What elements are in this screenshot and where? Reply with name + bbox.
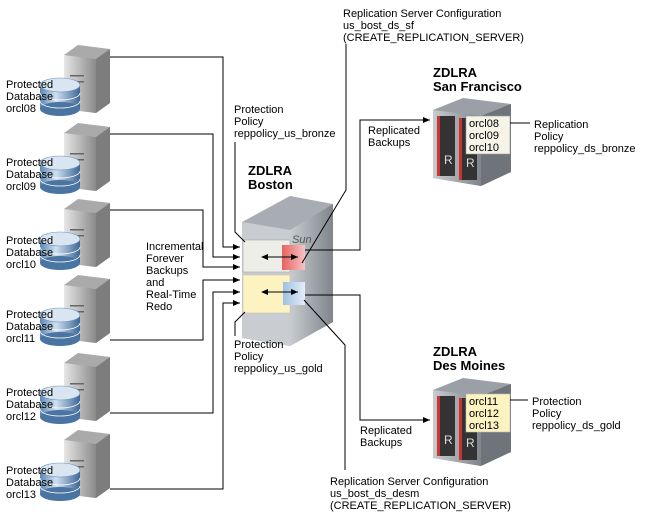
zdlra-boston-server[interactable]: Sun (242, 196, 333, 346)
sun-logo: Sun (292, 234, 312, 246)
backup-connectors (110, 56, 240, 490)
gold-policy-box (242, 274, 291, 314)
desm-replication-server-box (283, 282, 305, 305)
